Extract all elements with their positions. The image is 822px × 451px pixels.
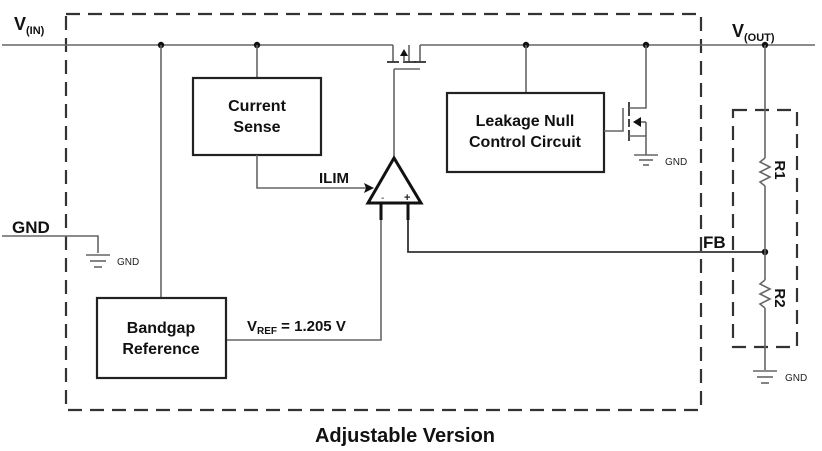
ic-boundary bbox=[64, 12, 703, 412]
ground-icon bbox=[634, 154, 658, 166]
gnd-out-label: GND bbox=[785, 373, 807, 384]
ground-icon bbox=[753, 370, 777, 384]
fb-wire bbox=[407, 220, 765, 253]
gnd-left-label: GND bbox=[117, 257, 139, 268]
gnd-input-label: GND bbox=[12, 218, 50, 237]
opamp-plus: + bbox=[404, 192, 410, 204]
ilim-wire bbox=[256, 155, 366, 189]
vref-label: VREF = 1.205 V bbox=[247, 318, 346, 337]
error-amplifier: - + bbox=[365, 155, 424, 220]
bandgap-line1: Bandgap bbox=[127, 320, 196, 337]
r1-label: R1 bbox=[771, 160, 788, 179]
current-sense-block bbox=[191, 76, 323, 157]
leakage-transistor bbox=[604, 45, 647, 155]
bandgap-block bbox=[95, 296, 228, 380]
gnd-input-wire bbox=[2, 235, 99, 253]
r2-label: R2 bbox=[771, 288, 788, 307]
diagram-caption: Adjustable Version bbox=[315, 425, 495, 447]
resistor-r1 bbox=[758, 45, 772, 252]
bandgap-line2: Reference bbox=[122, 341, 199, 358]
current-sense-line2: Sense bbox=[233, 119, 280, 136]
leakage-null-line1: Leakage Null bbox=[476, 113, 575, 130]
resistor-r2 bbox=[758, 252, 772, 370]
leakage-null-line2: Control Circuit bbox=[469, 134, 582, 151]
leakage-null-block bbox=[445, 91, 606, 174]
gnd-leak-label: GND bbox=[665, 157, 687, 168]
vref-wire bbox=[226, 220, 382, 341]
fb-label: FB bbox=[703, 233, 726, 252]
ilim-arrow-icon bbox=[364, 183, 374, 193]
ground-icon bbox=[86, 254, 110, 268]
opamp-minus: - bbox=[381, 193, 384, 204]
current-sense-line1: Current bbox=[228, 98, 286, 115]
pass-transistor bbox=[387, 45, 426, 156]
vout-label: V(OUT) bbox=[732, 21, 775, 44]
ilim-label: ILIM bbox=[319, 170, 349, 187]
vin-label: V(IN) bbox=[14, 14, 45, 37]
